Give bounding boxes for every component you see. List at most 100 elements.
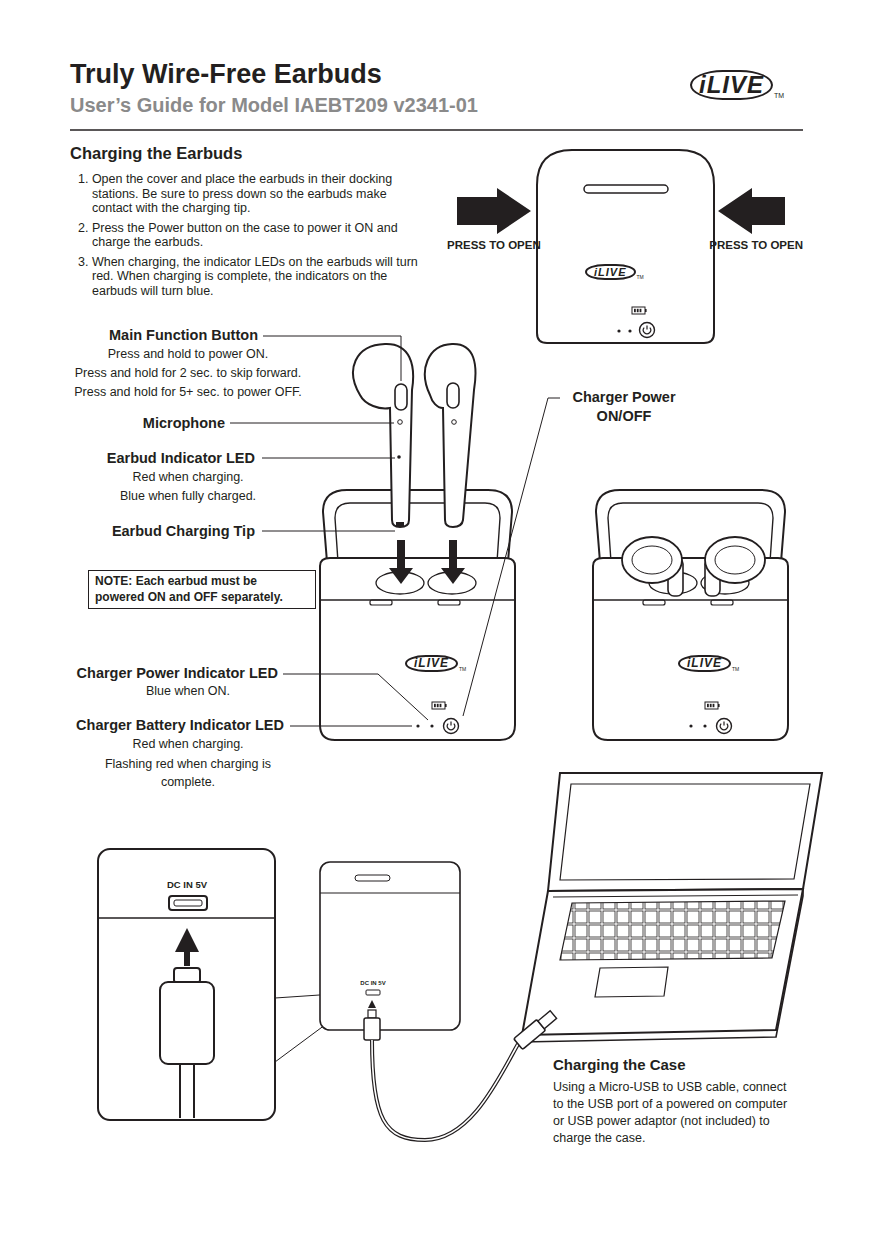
case-logo: iLIVE [405,655,458,672]
port-inset [160,982,214,1064]
case-logo: iLIVE [678,655,731,672]
laptop [522,889,803,1042]
callout-title: Earbud Indicator LED [107,449,255,467]
step-text: 3. When charging, the indicator LEDs on … [78,255,423,299]
earbuds [397,455,401,459]
callout-note: Press and hold for 2 sec. to skip forwar… [58,366,318,382]
earbuds [425,344,476,527]
usb-cable [372,1040,518,1140]
port-label: DC IN 5V [147,879,227,891]
leader-lines [463,398,560,716]
closed-case [537,150,714,343]
open-case-right [705,537,765,583]
section-heading: Charging the Case [553,1056,686,1075]
section-heading: Charging the Earbuds [70,143,242,164]
open-case-middle [444,719,459,734]
laptop [522,889,803,1035]
laptop [595,967,668,997]
leader-lines [262,531,395,532]
port-inset [193,1064,195,1118]
open-case-middle [416,724,419,727]
small-case [368,1000,376,1008]
laptop [538,1011,557,1029]
open-case-right [689,724,692,727]
press-arrows [457,188,531,234]
laptop [560,784,810,880]
callout-note: Press and hold for 5+ sec. to power OFF. [58,385,318,401]
small-case [320,862,460,1040]
page-title: Truly Wire-Free Earbuds [70,58,382,92]
callout-title: Main Function Button [109,326,258,344]
open-case-middle [320,490,515,740]
open-case-right [622,537,682,583]
insert-arrows [389,540,465,584]
callout-title: Charger Power Indicator LED [77,664,278,682]
earbuds [353,344,475,527]
body-text: Using a Micro-USB to USB cable, connect … [553,1079,798,1147]
trademark: TM [459,666,466,672]
leader-lines [290,726,412,727]
leader-lines [230,423,394,424]
press-label: PRESS TO OPEN [447,238,541,252]
closed-case [640,323,655,338]
leader-lines [283,674,428,720]
port-inset [98,917,275,919]
callout-note: Flashing red when charging is complete. [93,755,283,791]
header-rule [70,129,803,131]
note-box: NOTE: Each earbud must be powered ON and… [88,570,316,609]
small-case [368,1010,376,1018]
callout-note: Red when charging. [58,470,318,486]
open-case-right [717,719,732,734]
small-case [320,892,460,893]
small-case [320,862,460,1030]
open-case-right [703,724,706,727]
press-label: PRESS TO OPEN [709,238,803,252]
usb-cable [372,1040,518,1140]
step-text: 1. Open the cover and place the earbuds … [78,172,423,216]
open-case-middle [430,724,433,727]
open-case-right [593,490,788,740]
closed-case [628,329,631,332]
trademark: TM [637,274,644,280]
small-case [355,875,390,881]
callout-note: Blue when fully charged. [58,489,318,505]
step-text: 2. Press the Power button on the case to… [78,221,423,250]
laptop [514,1009,558,1049]
laptop [560,901,785,960]
open-case-middle [320,490,515,740]
open-case-right [593,490,788,740]
closed-case [632,307,647,314]
callout-title: Earbud Charging Tip [112,522,255,540]
earbuds [452,420,457,425]
header-rule [70,130,803,131]
case-logo: iLIVE [585,264,636,280]
callout-title: Charger Battery Indicator LED [76,716,284,734]
insert-arrows [441,540,465,584]
port-inset [174,968,200,983]
callout-note: Blue when ON. [58,684,318,700]
trademark: TM [774,92,784,101]
brand-logo: iLIVE [690,70,773,100]
callout-title: Charger Power ON/OFF [564,388,684,426]
callout-note: Red when charging. [58,737,318,753]
press-arrows [718,188,785,234]
laptop [553,895,798,897]
earbuds [395,384,407,410]
port-inset [98,849,275,1120]
open-case-right [705,702,720,709]
small-case [364,1018,380,1040]
note-text: NOTE: Each earbud must be powered ON and… [95,574,309,605]
port-inset [175,928,199,966]
port-inset [179,1064,181,1118]
laptop [514,773,822,1050]
open-case-right [632,546,672,574]
earbuds [398,420,403,425]
insert-arrows [389,540,413,584]
port-inset [169,896,207,910]
laptop [548,773,822,891]
press-arrows [457,188,785,234]
usb-cable [372,1040,518,1140]
callout-note: Press and hold to power ON. [58,347,318,363]
